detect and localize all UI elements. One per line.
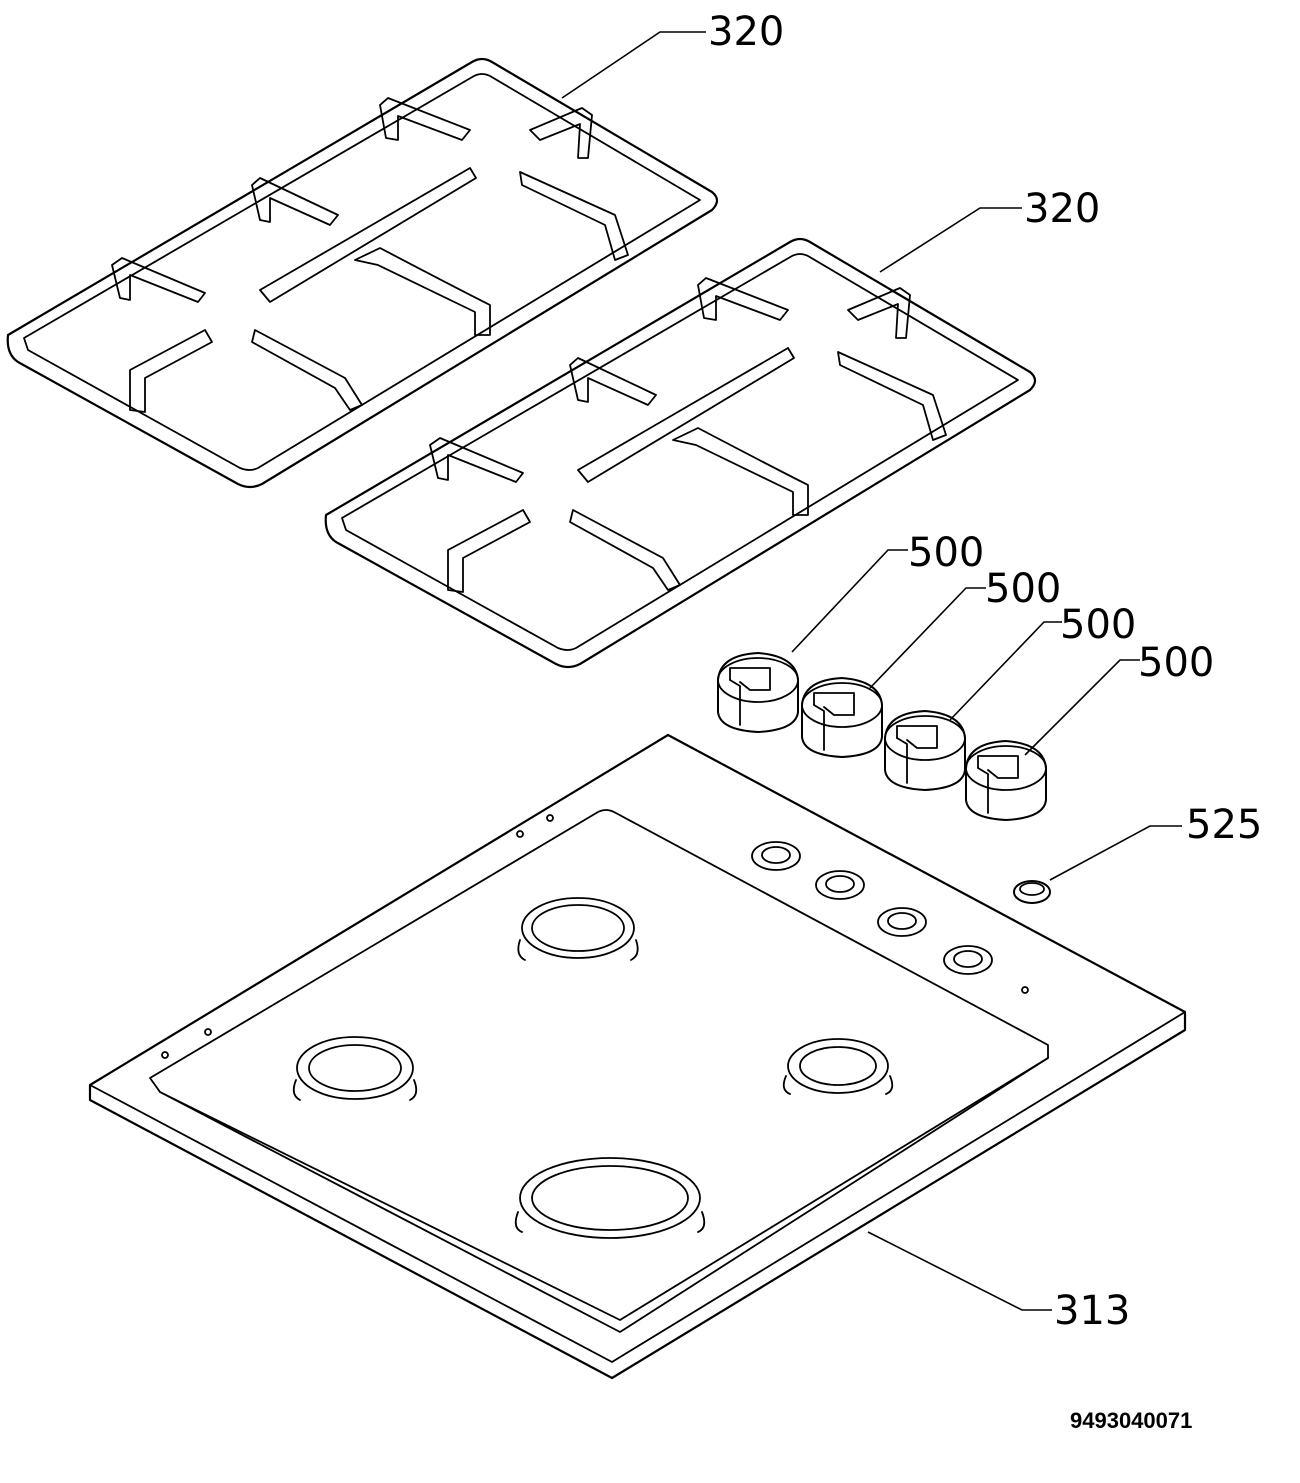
- callout-labels: 320 320 500 500 500 500 525 313 94930400…: [708, 9, 1262, 1433]
- control-knobs: [717, 651, 1047, 822]
- hob-top-plate: [88, 733, 1187, 1380]
- burner-left: [292, 1036, 418, 1101]
- knob-4: [965, 739, 1047, 822]
- pan-support-right: [324, 237, 1037, 669]
- burner-front: [514, 1157, 706, 1239]
- ignition-button: [1013, 880, 1051, 904]
- callout-320-right: 320: [1024, 186, 1100, 232]
- document-number: 9493040071: [1070, 1408, 1192, 1433]
- knob-2: [801, 676, 883, 759]
- callout-320-left: 320: [708, 9, 784, 55]
- knob-spindle-holes: [751, 841, 993, 975]
- burner-right: [782, 1038, 894, 1095]
- callout-500-2: 500: [985, 566, 1061, 612]
- callout-313: 313: [1054, 1288, 1130, 1334]
- callout-500-4: 500: [1138, 640, 1214, 686]
- knob-3: [884, 709, 966, 792]
- leader-lines: [561, 31, 1182, 1311]
- callout-500-1: 500: [908, 530, 984, 576]
- burner-rear-left: [517, 897, 639, 961]
- pan-support-left: [6, 57, 719, 489]
- callout-500-3: 500: [1060, 602, 1136, 648]
- knob-1: [717, 651, 799, 734]
- callout-525: 525: [1186, 802, 1262, 848]
- screw-holes: [161, 814, 1029, 1059]
